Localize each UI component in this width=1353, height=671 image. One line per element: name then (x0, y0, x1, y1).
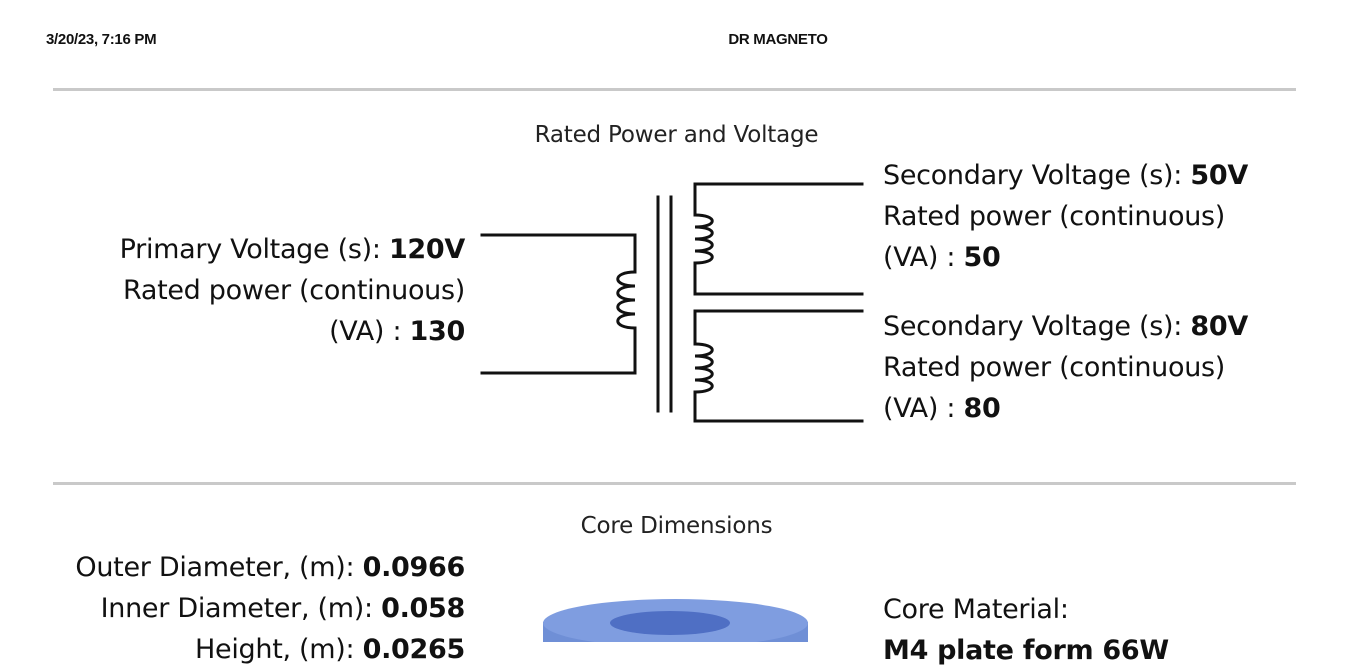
outer-diameter-line: Outer Diameter, (m): 0.0966 (75, 547, 465, 588)
secondary-1-power-label: Rated power (continuous) (883, 201, 1226, 232)
secondary-2-va-label: (VA) : (883, 393, 964, 424)
primary-va-label: (VA) : (329, 316, 410, 347)
core-material-label: Core Material: (883, 594, 1069, 625)
secondary2-top-lead (693, 309, 864, 346)
secondary-2-info: Secondary Voltage (s): 80V Rated power (… (883, 306, 1248, 429)
section-divider (53, 88, 1296, 91)
outer-diameter-value: 0.0966 (362, 552, 466, 583)
core-ring-hole (610, 611, 730, 635)
rated-section-title: Rated Power and Voltage (534, 122, 819, 148)
primary-power-label: Rated power (continuous) (122, 275, 465, 306)
outer-diameter-label: Outer Diameter, (m): (75, 552, 363, 583)
section-divider (53, 482, 1296, 485)
secondary1-coil (693, 213, 714, 265)
primary-top-lead (480, 233, 637, 274)
secondary-1-va-value: 50 (963, 242, 1001, 273)
secondary-2-va-line: (VA) : 80 (883, 388, 1248, 429)
core-section-title: Core Dimensions (580, 513, 773, 539)
secondary-2-va-value: 80 (963, 393, 1001, 424)
secondary-2-power-label: Rated power (continuous) (883, 352, 1226, 383)
secondary2-coil (693, 342, 714, 394)
primary-winding-info: Primary Voltage (s): 120V Rated power (c… (119, 229, 466, 352)
secondary1-top-lead (693, 182, 864, 217)
secondary-2-voltage-value: 80V (1190, 311, 1248, 342)
core-material-value: M4 plate form 66W (883, 635, 1169, 666)
primary-voltage-value: 120V (388, 234, 465, 265)
core-material-line: M4 plate form 66W (883, 630, 1169, 671)
print-datetime: 3/20/23, 7:16 PM (46, 31, 157, 48)
secondary-1-va-label: (VA) : (883, 242, 964, 273)
core-illustration (543, 599, 808, 642)
secondary-2-voltage-line: Secondary Voltage (s): 80V (883, 306, 1248, 347)
primary-va-value: 130 (409, 316, 466, 347)
primary-voltage-line: Primary Voltage (s): 120V (119, 229, 466, 270)
primary-voltage-label: Primary Voltage (s): (119, 234, 389, 265)
secondary-1-va-line: (VA) : 50 (883, 237, 1248, 278)
secondary-1-info: Secondary Voltage (s): 50V Rated power (… (883, 155, 1248, 278)
inner-diameter-line: Inner Diameter, (m): 0.058 (75, 588, 466, 629)
secondary-1-voltage-label: Secondary Voltage (s): (883, 160, 1191, 191)
secondary-1-voltage-line: Secondary Voltage (s): 50V (883, 155, 1248, 196)
core-material-info: Core Material: M4 plate form 66W (883, 589, 1169, 671)
secondary1-bottom-lead (693, 261, 864, 296)
primary-va-line: (VA) : 130 (120, 311, 465, 352)
primary-coil (616, 270, 637, 330)
secondary-2-voltage-label: Secondary Voltage (s): (883, 311, 1191, 342)
inner-diameter-value: 0.058 (381, 593, 465, 624)
document-header-title: DR MAGNETO (728, 31, 828, 48)
inner-diameter-label: Inner Diameter, (m): (100, 593, 382, 624)
transformer-schematic (480, 182, 864, 423)
secondary2-bottom-lead (693, 390, 864, 423)
primary-bottom-lead (480, 326, 637, 375)
secondary-1-voltage-value: 50V (1190, 160, 1248, 191)
